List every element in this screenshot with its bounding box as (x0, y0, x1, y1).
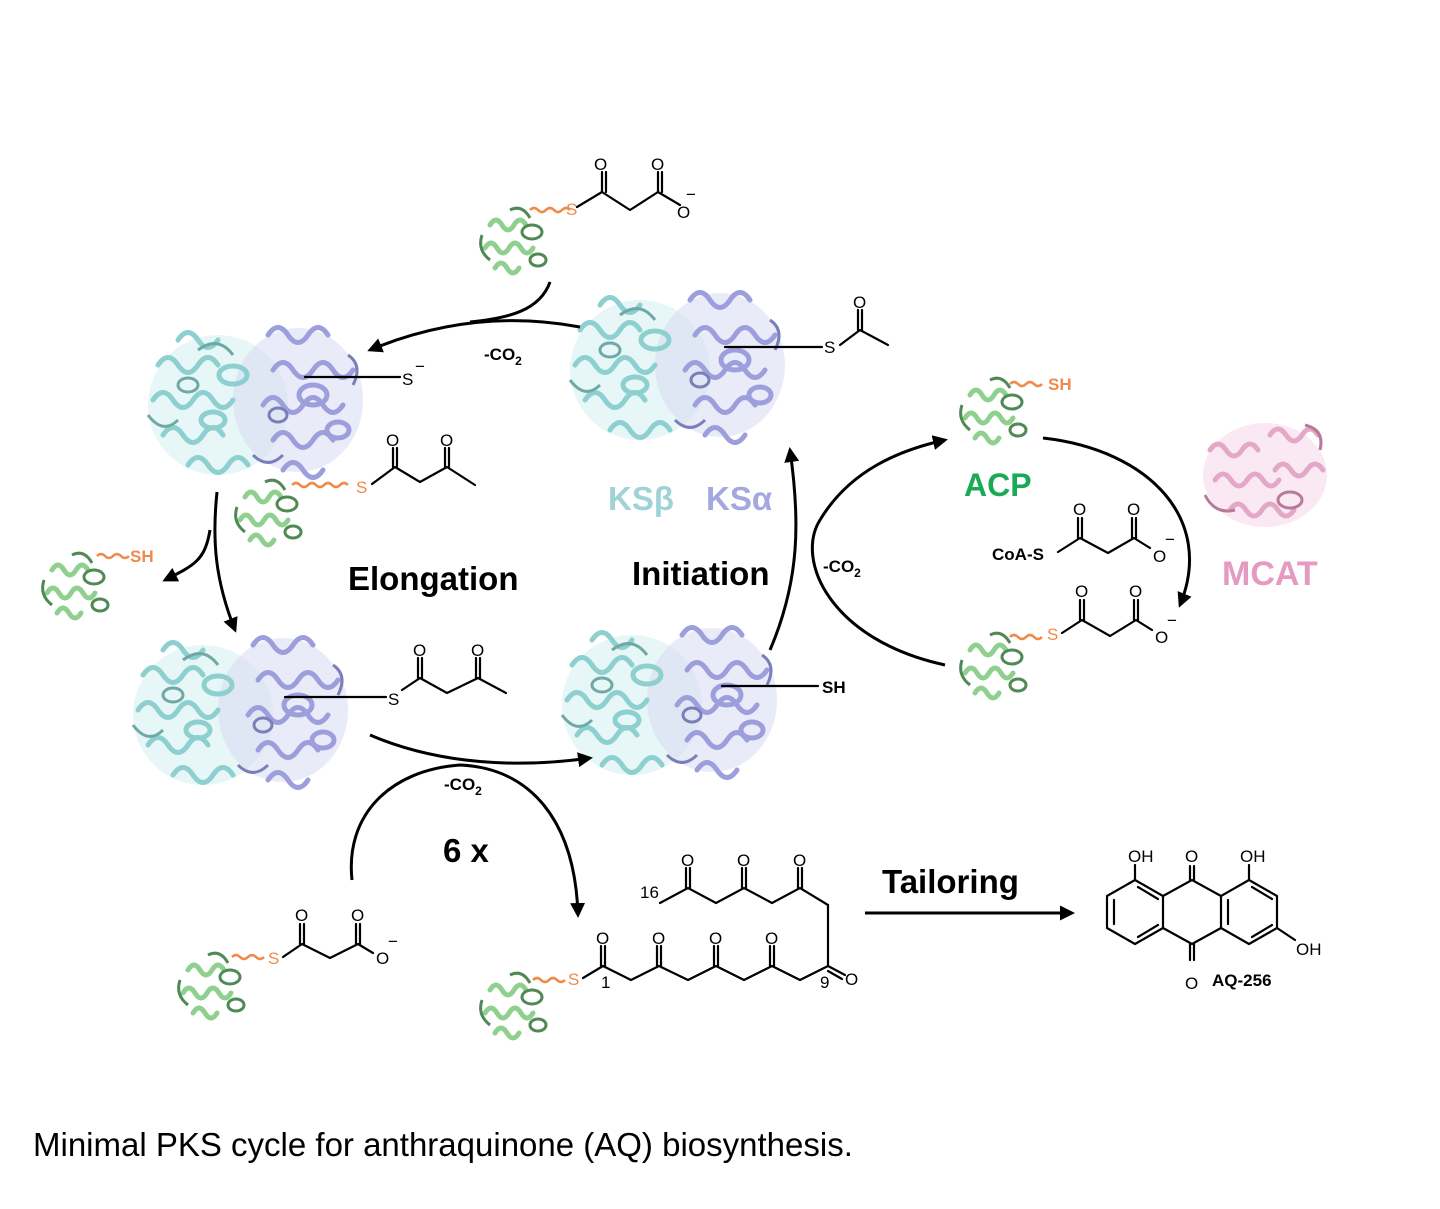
oxygen-label: O (376, 949, 389, 968)
thioester-s-label: S (566, 200, 577, 219)
oxygen-label: O (845, 970, 858, 989)
ks-dimer-protein-icon (562, 628, 777, 778)
phosphopantetheine-linkers (96, 206, 1043, 984)
thiol-sh-label: SH (822, 678, 846, 697)
hydroxyl-label: OH (1240, 847, 1266, 866)
coa-s-label: CoA-S (992, 545, 1044, 564)
carbon-number-label: 9 (820, 973, 829, 992)
co2-release-label: -CO2 (823, 557, 861, 580)
oxygen-label: O (1075, 582, 1088, 601)
chemical-bonds (281, 170, 1297, 982)
elongation-arrow (367, 319, 581, 353)
acp-sh-release-arrow (162, 529, 212, 582)
thiol-sh-label: SH (130, 547, 154, 566)
oxygen-label: O (737, 851, 750, 870)
ks-alpha-label: KSα (706, 480, 772, 517)
oxygen-label: O (709, 929, 722, 948)
charge-label: − (1167, 611, 1177, 630)
charge-label: − (1165, 530, 1175, 549)
thiolate-s-label: S (402, 370, 413, 389)
condensation-arrow (213, 491, 238, 633)
initiation-label: Initiation (632, 555, 769, 592)
thioester-s-label: S (824, 338, 835, 357)
acp-label: ACP (964, 467, 1032, 503)
charge-label: − (415, 357, 425, 376)
oxygen-label: O (386, 431, 399, 450)
reaction-arrows (162, 281, 1192, 921)
oxygen-label: O (1129, 582, 1142, 601)
mcat-protein-icon (1203, 423, 1327, 527)
thioester-s-label: S (356, 478, 367, 497)
oxygen-label: O (440, 431, 453, 450)
tailoring-label: Tailoring (882, 863, 1019, 900)
oxygen-label: O (853, 293, 866, 312)
oxygen-label: O (1153, 547, 1166, 566)
oxygen-label: O (652, 929, 665, 948)
oxygen-label: O (596, 929, 609, 948)
oxygen-label: O (677, 203, 690, 222)
ks-transfer-arrow (369, 733, 593, 768)
co2-release-label: -CO2 (484, 345, 522, 368)
initiation-arrow (768, 447, 800, 651)
acp-protein-icon (961, 378, 1026, 443)
ks-dimer-protein-icon (148, 328, 363, 478)
oxygen-label: O (471, 641, 484, 660)
acp-loading-arrow (810, 435, 948, 667)
ks-dimer-protein-icon (133, 638, 348, 788)
acp-protein-icon (481, 973, 546, 1038)
anthraquinone-structure-icon: OH O OH OH O AQ-256 (1128, 847, 1322, 993)
acp-protein-icon (481, 208, 546, 273)
co2-release-label: -CO2 (444, 775, 482, 798)
oxygen-label: O (1185, 974, 1198, 993)
carbon-number-label: 16 (640, 883, 659, 902)
thioester-s-label: S (388, 690, 399, 709)
hydroxyl-label: OH (1296, 940, 1322, 959)
iterative-elongation-arrow (349, 763, 586, 918)
repeat-count-label: 6 x (443, 832, 490, 869)
thiol-sh-label: SH (1048, 375, 1072, 394)
charge-label: − (388, 932, 398, 951)
oxygen-label: O (295, 906, 308, 925)
acp-release-arrow (469, 281, 552, 324)
oxygen-label: O (1127, 500, 1140, 519)
oxygen-label: O (351, 906, 364, 925)
carbon-number-label: 1 (601, 973, 610, 992)
acp-protein-icon (43, 553, 108, 618)
mcat-label: MCAT (1222, 555, 1318, 593)
oxygen-label: O (594, 155, 607, 174)
oxygen-label: O (681, 851, 694, 870)
oxygen-label: O (1073, 500, 1086, 519)
hydroxyl-label: OH (1128, 847, 1154, 866)
product-label: AQ-256 (1212, 971, 1272, 990)
acp-protein-icon (179, 953, 244, 1018)
thioester-s-label: S (268, 949, 279, 968)
oxygen-label: O (413, 641, 426, 660)
ks-beta-label: KSβ (608, 480, 674, 517)
oxygen-label: O (765, 929, 778, 948)
oxygen-label: O (1185, 847, 1198, 866)
thioester-s-label: S (568, 970, 579, 989)
oxygen-label: O (651, 155, 664, 174)
thioester-s-label: S (1047, 625, 1058, 644)
oxygen-label: O (1155, 628, 1168, 647)
acp-protein-icon (236, 480, 301, 545)
elongation-label: Elongation (348, 560, 518, 597)
figure-caption: Minimal PKS cycle for anthraquinone (AQ)… (33, 1126, 853, 1163)
charge-label: − (686, 185, 696, 204)
acp-protein-icon (961, 633, 1026, 698)
ks-dimer-protein-icon (570, 293, 785, 443)
oxygen-label: O (793, 851, 806, 870)
mcat-arrow (1042, 436, 1192, 608)
